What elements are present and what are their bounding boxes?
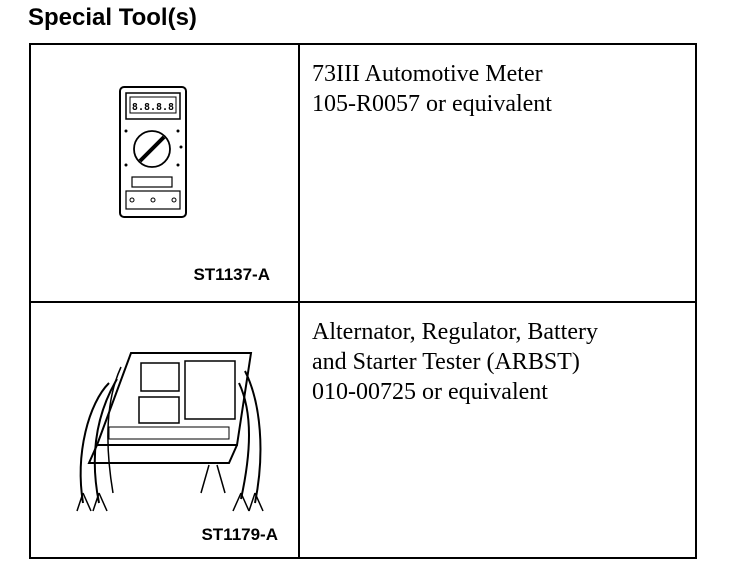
- tool-name-line-1: Alternator, Regulator, Battery: [312, 319, 598, 345]
- tool-row-meter: 8.8.8.8 ST1137-A 73III Automotive Meter …: [29, 43, 697, 303]
- figure-code: ST1137-A: [193, 265, 270, 284]
- tool-name: 73III Automotive Meter: [312, 61, 543, 87]
- multimeter-icon: 8.8.8.8: [119, 86, 187, 218]
- tool-description-cell: 73III Automotive Meter 105-R0057 or equi…: [298, 43, 697, 303]
- section-heading: Special Tool(s): [28, 4, 197, 31]
- battery-tester-icon: [76, 352, 264, 512]
- figure-code: ST1179-A: [201, 525, 278, 544]
- special-tools-table: 8.8.8.8 ST1137-A 73III Automotive Meter …: [29, 43, 697, 559]
- tool-row-tester: ST1179-A Alternator, Regulator, Battery …: [29, 301, 697, 559]
- tool-image-cell: 8.8.8.8 ST1137-A: [29, 43, 300, 303]
- tool-part-number: 105-R0057 or equivalent: [312, 91, 552, 117]
- svg-text:8.8.8.8: 8.8.8.8: [132, 102, 174, 113]
- tool-part-number: 010-00725 or equivalent: [312, 379, 548, 405]
- tool-image-cell: ST1179-A: [29, 301, 300, 559]
- tool-name-line-2: and Starter Tester (ARBST): [312, 349, 580, 375]
- tool-description-cell: Alternator, Regulator, Battery and Start…: [298, 301, 697, 559]
